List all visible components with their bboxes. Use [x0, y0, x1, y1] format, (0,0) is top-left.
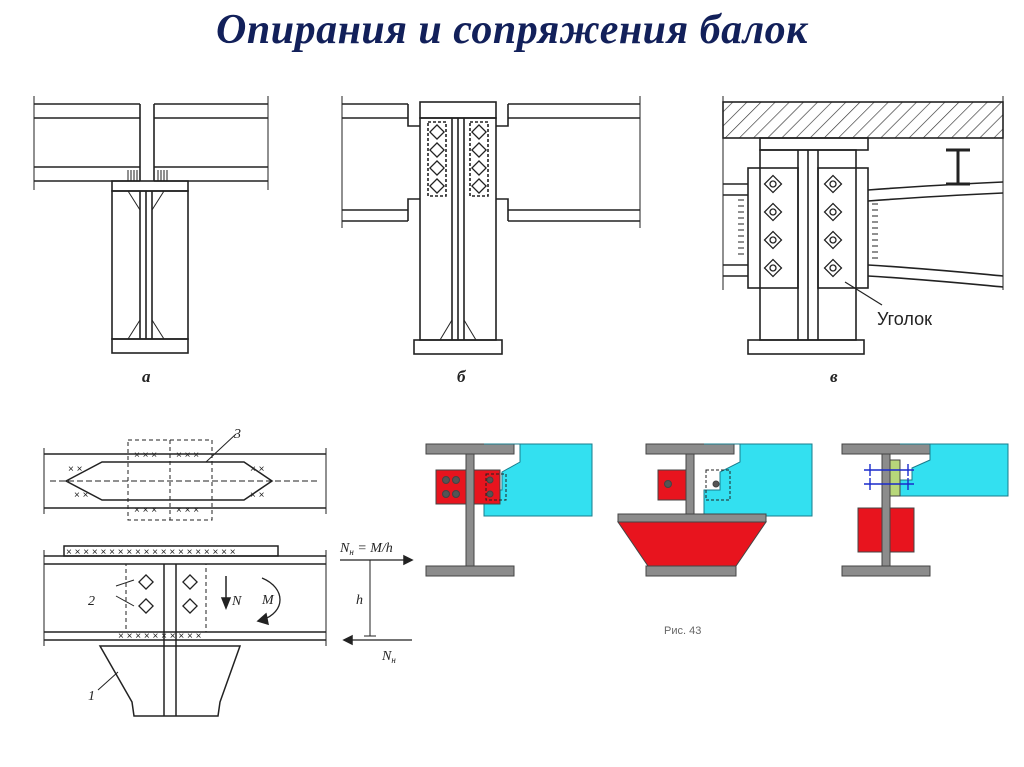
- drawing-v: [722, 96, 1004, 355]
- weld-crosses-elevation: × × × × × × × × × × × × × × × × × × × × …: [66, 547, 236, 642]
- svg-text:× × ×: × × ×: [176, 450, 199, 461]
- svg-text:× × ×: × × ×: [134, 450, 157, 461]
- svg-text:× ×: × ×: [74, 490, 89, 501]
- bolts-v: [763, 174, 843, 278]
- weld-marks-v: [738, 199, 878, 259]
- label-a: а: [142, 367, 151, 386]
- svg-text:× ×: × ×: [250, 464, 265, 475]
- callout-1: 1: [88, 689, 95, 704]
- weld-crosses-plan: × × × × × × × × × × × × × × × × × × × ×: [68, 450, 265, 516]
- height-label: h: [356, 593, 363, 608]
- drawing-a: [33, 96, 269, 354]
- svg-text:× × ×: × × ×: [176, 505, 199, 516]
- label-v: в: [830, 367, 838, 386]
- colored-joint-2: [617, 443, 813, 577]
- svg-text:× × × × × × × × × ×: × × × × × × × × × ×: [118, 631, 202, 642]
- colored-joint-1: [425, 443, 593, 577]
- bolts-elevation: [138, 574, 198, 614]
- bolt-crosses-joint-3: [864, 464, 914, 490]
- force-top-label: Nн = M/h: [339, 541, 393, 557]
- moment-label: M: [261, 593, 275, 608]
- colored-joint-3: [841, 443, 1009, 577]
- label-b: б: [457, 367, 467, 386]
- angle-label: Уголок: [877, 309, 932, 329]
- elevation-drawing: [43, 545, 414, 717]
- svg-text:× × × × × × × × × × × × × × ×: × × × × × × × × × × × × × × × × × × × ×: [66, 547, 236, 558]
- svg-text:× ×: × ×: [250, 490, 265, 501]
- plan-view-drawing: [43, 433, 327, 521]
- callout-3: 3: [233, 427, 241, 442]
- axial-force-label: N: [231, 594, 242, 609]
- drawing-b: [341, 96, 641, 355]
- svg-text:× × ×: × × ×: [134, 505, 157, 516]
- figure-caption: Рис. 43: [664, 625, 701, 637]
- page-title: Опирания и сопряжения балок: [216, 7, 808, 53]
- svg-text:× ×: × ×: [68, 464, 83, 475]
- force-bottom-label: Nн: [381, 649, 396, 665]
- callout-2: 2: [88, 594, 95, 609]
